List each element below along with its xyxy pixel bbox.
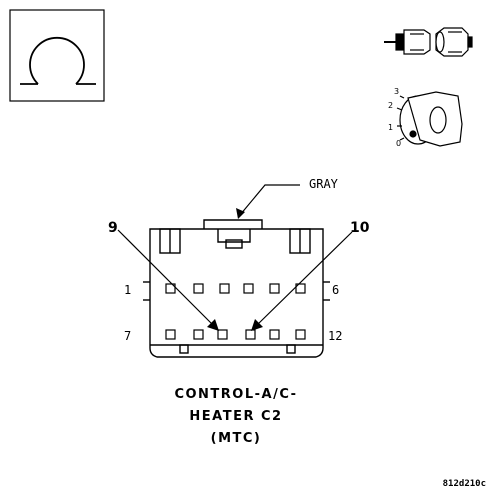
cavity-7 [165, 329, 176, 340]
connector-disconnected-icon [384, 27, 473, 57]
connector-name-line3: (MTC) [211, 431, 262, 446]
cavity-number-bottom-left: 7 [124, 329, 131, 343]
cavity-5 [269, 283, 280, 294]
ignition-position-3: 3 [394, 87, 399, 96]
circle-connector-symbol-icon [9, 9, 105, 102]
cavity-10 [245, 329, 256, 340]
cavity-8 [193, 329, 204, 340]
cavity-11 [269, 329, 280, 340]
cavity-2 [193, 283, 204, 294]
wire-color-label: GRAY [309, 177, 339, 191]
connector-name-line1: CONTROL-A/C- [174, 387, 297, 402]
cavity-9 [217, 329, 228, 340]
connector-body [143, 219, 330, 358]
ignition-key-icon [396, 91, 463, 147]
cavity-row-top [165, 283, 306, 294]
wire-color-arrowhead [236, 208, 245, 219]
pin-callout-right-arrowhead [251, 319, 263, 331]
cavity-row-bottom [165, 329, 306, 340]
pin-callout-left-arrowhead [207, 319, 219, 331]
cavity-4 [243, 283, 254, 294]
pin-callout-left-leader [117, 229, 215, 327]
connector-name-line2: HEATER C2 [189, 409, 282, 424]
cavity-number-bottom-right: 12 [328, 329, 342, 343]
wire-color-leader [239, 184, 300, 216]
cavity-number-top-right: 6 [332, 283, 339, 297]
cavity-3 [219, 283, 230, 294]
cavity-1 [165, 283, 176, 294]
figure-code: 812d210c [443, 479, 486, 489]
cavity-12 [295, 329, 306, 340]
pin-callout-right: 10 [350, 220, 370, 236]
pin-callout-right-leader [255, 231, 353, 327]
cavity-number-top-left: 1 [124, 283, 131, 297]
cavity-6 [295, 283, 306, 294]
pin-callout-left: 9 [108, 220, 118, 236]
ignition-position-0: 0 [396, 139, 401, 148]
ignition-position-1: 1 [388, 123, 393, 132]
ignition-position-2: 2 [388, 101, 393, 110]
